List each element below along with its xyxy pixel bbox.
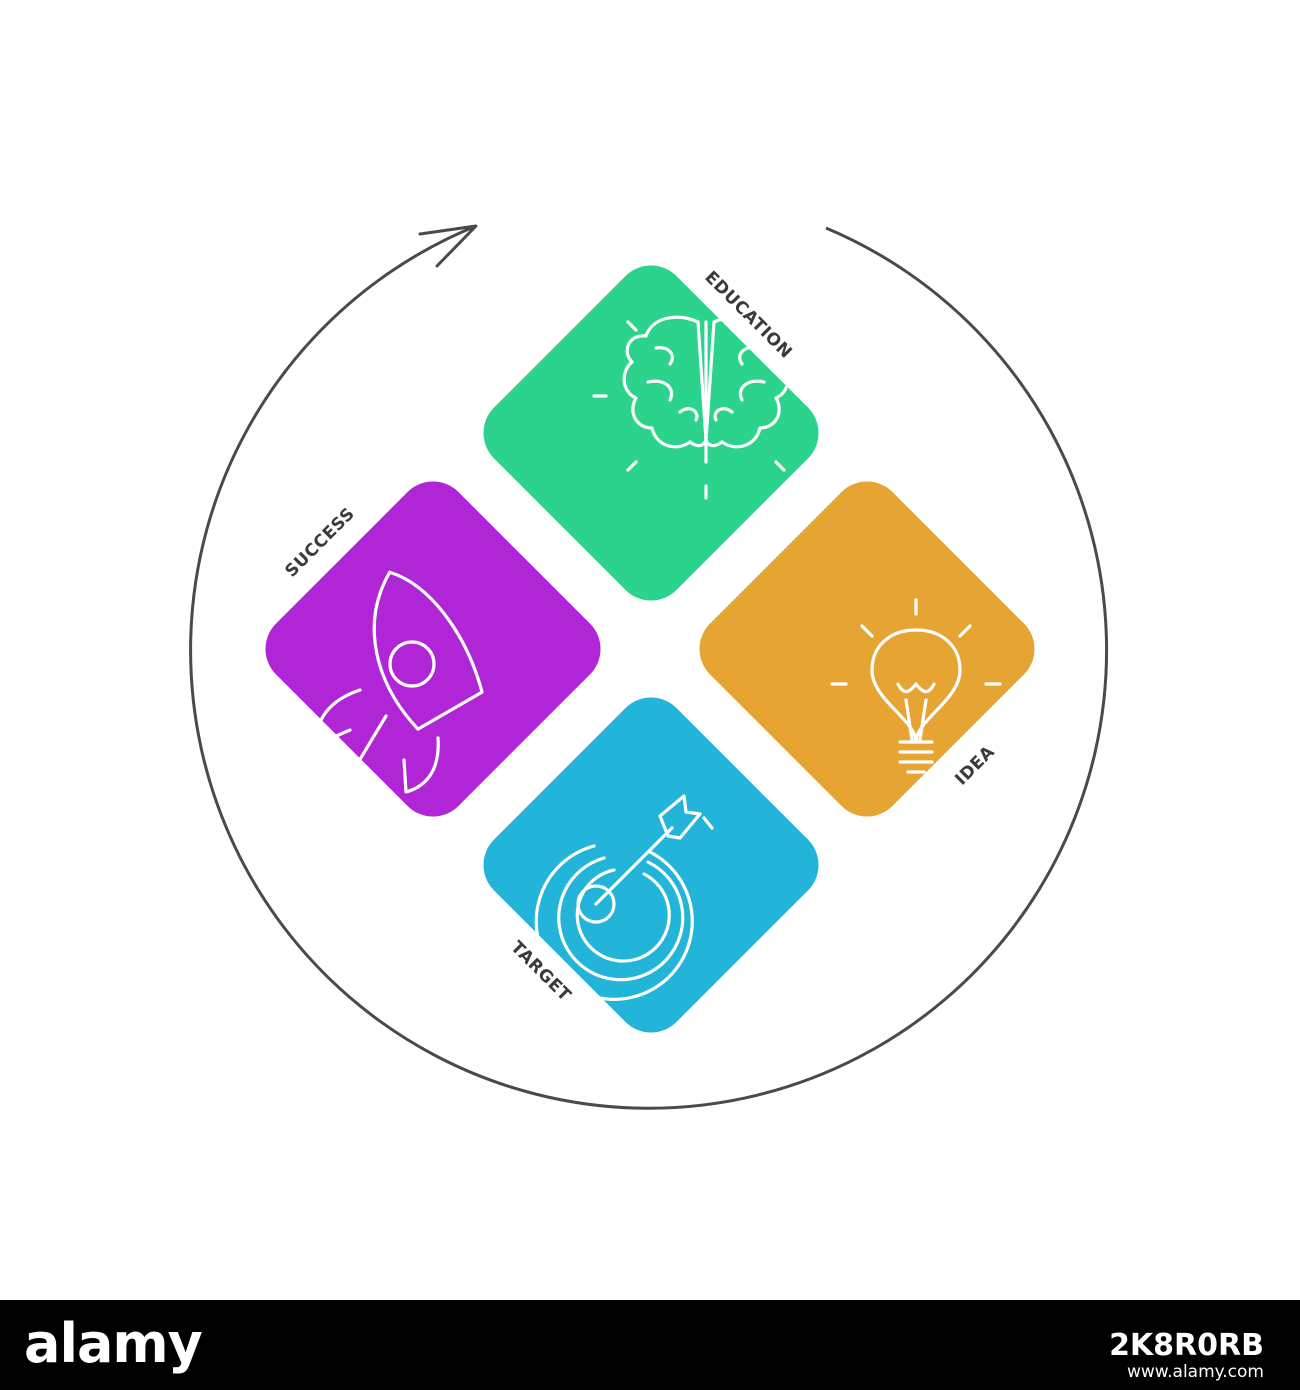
target-icon (534, 794, 714, 1001)
tile-label-idea: IDEA (951, 742, 999, 790)
brand-logo: alamy (24, 1312, 203, 1375)
tile-education: EDUCATION (483, 265, 820, 601)
brain-icon (592, 315, 820, 500)
image-id: 2K8R0RB (1109, 1328, 1264, 1363)
lightbulb-icon (830, 598, 1002, 774)
arrowhead-icon (418, 224, 478, 268)
rocket-icon (315, 570, 484, 794)
brand-url: www.alamy.com (1126, 1362, 1264, 1382)
cycle-arrow (189, 224, 1109, 1110)
footer-bar: alamy 2K8R0RB www.alamy.com (0, 1300, 1300, 1390)
cycle-diagram: EDUCATION SUCCESS (189, 224, 1109, 1110)
